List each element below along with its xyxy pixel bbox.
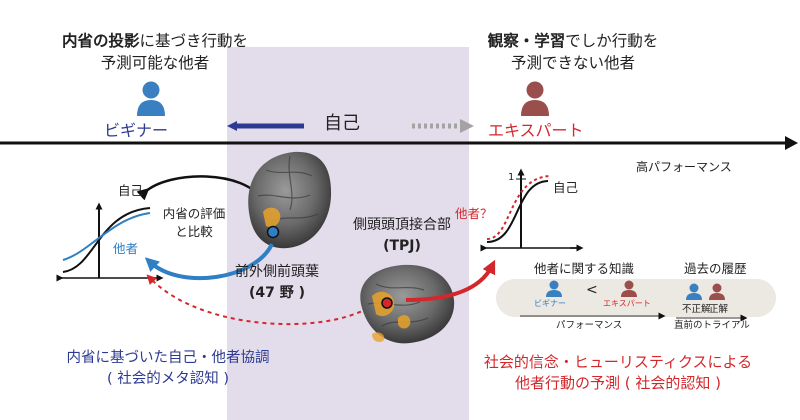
right-heading-line2: 予測できない他者 — [510, 54, 635, 72]
knowledge-axis-label: パフォーマンス — [556, 320, 623, 331]
introspection-label: 内省の評価 と比較 — [150, 205, 238, 241]
performance-axis-arrowhead — [785, 136, 798, 150]
expert-label: エキスパート — [488, 121, 584, 140]
left-heading-bold: 内省の投影 — [61, 32, 140, 50]
bottom-right-line2: 他者行動の予測 ( 社会的認知 ) — [514, 374, 721, 392]
knowledge-beginner-label: ビギナー — [534, 299, 566, 308]
prefrontal-label: 前外側前頭葉 (47 野 ) — [222, 262, 332, 304]
history-incorrect-icon — [686, 283, 702, 300]
left-graph-self-label: 自己 — [118, 183, 144, 198]
tpj-marker — [381, 297, 393, 309]
prefrontal-marker — [266, 225, 280, 239]
history-incorrect-label: 不正解 — [682, 304, 711, 315]
introspection-arc — [136, 175, 265, 206]
right-heading-line1: でしか行動を — [565, 32, 659, 50]
left-other-curve — [62, 212, 151, 261]
right-graph-self-label: 自己 — [553, 180, 579, 195]
prefrontal-brain-image — [248, 151, 332, 249]
left-sigmoid-graph — [56, 202, 164, 282]
right-graph-y-tick: 1 — [508, 172, 515, 183]
introspection-label-line2: と比較 — [175, 224, 213, 239]
left-heading-line1: に基づき行動を — [139, 32, 249, 50]
high-performance-label: 高パフォーマンス — [636, 160, 732, 174]
center-self-label: 自己 — [324, 113, 360, 134]
history-title: 過去の履歴 — [684, 261, 747, 276]
left-heading: 内省の投影に基づき行動を 予測可能な他者 — [30, 30, 280, 74]
tpj-label-line2: (TPJ) — [383, 238, 421, 254]
prefrontal-label-line2: (47 野 ) — [248, 285, 306, 301]
left-self-curve — [62, 207, 151, 273]
knowledge-less-than: < — [586, 282, 598, 298]
right-other-curve — [486, 175, 551, 240]
history-correct-icon — [709, 283, 725, 300]
left-heading-line2: 予測可能な他者 — [100, 54, 210, 72]
knowledge-title: 他者に関する知識 — [534, 261, 635, 276]
tpj-to-graph-arrow — [405, 259, 496, 302]
bottom-right-caption: 社会的信念・ヒューリスティクスによる 他者行動の予測 ( 社会的認知 ) — [442, 352, 794, 394]
knowledge-beginner-icon — [546, 280, 562, 297]
beginner-label: ビギナー — [104, 121, 169, 140]
right-heading-bold: 観察・学習 — [487, 32, 566, 50]
history-trial-label: 直前のトライアル — [674, 320, 750, 331]
right-self-curve — [486, 180, 549, 243]
bottom-left-line2: ( 社会的メタ認知 ) — [106, 371, 230, 387]
toward-expert-arrowhead — [460, 119, 474, 133]
knowledge-expert-icon — [621, 280, 637, 297]
tpj-brain-image — [360, 264, 455, 344]
right-graph-other-label: 他者？ — [455, 206, 493, 221]
expert-person-icon — [521, 81, 549, 116]
tpj-label: 側頭頭頂接合部 (TPJ) — [338, 215, 466, 257]
knowledge-expert-label: エキスパート — [603, 299, 651, 308]
right-heading: 観察・学習でしか行動を 予測できない他者 — [448, 30, 698, 74]
right-sigmoid-graph — [480, 168, 584, 252]
bottom-left-line1: 内省に基づいた自己・他者協調 — [66, 350, 270, 366]
left-graph-other-label: 他者 — [113, 241, 139, 256]
bottom-left-caption: 内省に基づいた自己・他者協調 ( 社会的メタ認知 ) — [20, 348, 316, 390]
tpj-to-left-dotted-arrow — [146, 274, 369, 326]
introspection-label-line1: 内省の評価 — [162, 206, 226, 221]
bottom-right-line1: 社会的信念・ヒューリスティクスによる — [483, 353, 753, 371]
history-correct-label: 正解 — [709, 304, 729, 315]
knowledge-box — [496, 279, 776, 317]
tpj-label-line1: 側頭頭頂接合部 — [353, 217, 451, 233]
prefrontal-to-graph-arrow — [144, 243, 274, 281]
prefrontal-label-line1: 前外側前頭葉 — [235, 264, 319, 280]
beginner-person-icon — [137, 81, 165, 116]
